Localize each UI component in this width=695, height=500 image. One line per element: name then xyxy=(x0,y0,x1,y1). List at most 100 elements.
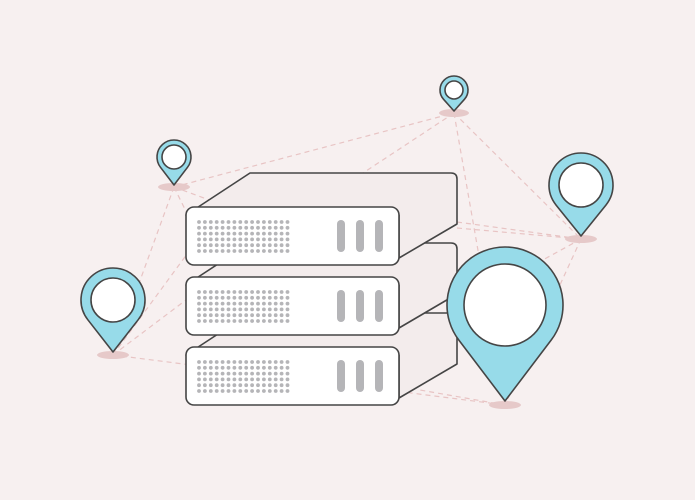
vent-dot xyxy=(285,290,290,294)
pin-shadows xyxy=(97,109,597,409)
vent-dot xyxy=(214,225,219,230)
pin-hole xyxy=(558,162,604,208)
vent-dot xyxy=(226,371,231,376)
vent-dot xyxy=(250,360,255,364)
vent-dot xyxy=(273,243,278,248)
vent-dot xyxy=(244,313,249,318)
vent-dot xyxy=(203,295,207,300)
vent-dot xyxy=(256,225,260,230)
vent-dot xyxy=(267,307,272,312)
vent-dot xyxy=(250,389,255,393)
vent-dot xyxy=(220,383,225,388)
vent-dot xyxy=(262,389,266,393)
vent-dot xyxy=(197,371,201,376)
vent-dot xyxy=(244,319,249,323)
vent-dot xyxy=(208,377,213,382)
vent-dot xyxy=(232,237,237,242)
vent-dot xyxy=(197,249,201,253)
vent-dot xyxy=(273,225,278,230)
vent-dot xyxy=(214,319,219,323)
vent-dot xyxy=(256,295,260,300)
vent-dot xyxy=(232,249,237,253)
vent-dot xyxy=(238,360,243,364)
vent-dot xyxy=(203,360,207,364)
vent-dot xyxy=(208,307,213,312)
vent-dot xyxy=(279,383,284,388)
vent-dot xyxy=(256,377,260,382)
vent-dot xyxy=(262,249,266,253)
vent-dot xyxy=(232,365,237,370)
vent-dot xyxy=(197,307,201,312)
network-line xyxy=(456,221,582,240)
vent-dot xyxy=(244,377,249,382)
vent-dot xyxy=(232,290,237,294)
vent-dot xyxy=(203,307,207,312)
vent-dot xyxy=(238,220,243,224)
vent-dot xyxy=(197,360,201,364)
vent-dot xyxy=(262,377,266,382)
vent-dot xyxy=(214,237,219,242)
vent-dot xyxy=(256,389,260,393)
vent-dot xyxy=(220,360,225,364)
pin-shadow xyxy=(565,235,597,243)
indicator-bar xyxy=(375,360,383,392)
indicator-bar xyxy=(337,360,345,392)
vent-dot xyxy=(256,290,260,294)
vent-dot xyxy=(279,243,284,248)
vent-dot xyxy=(250,371,255,376)
vent-dot xyxy=(214,301,219,306)
vent-dot xyxy=(203,319,207,323)
vent-dot xyxy=(267,360,272,364)
vent-dot xyxy=(232,389,237,393)
vent-dot xyxy=(226,389,231,393)
vent-dot xyxy=(203,220,207,224)
vent-dot xyxy=(285,243,290,248)
vent-dot xyxy=(285,389,290,393)
vent-dot xyxy=(285,249,290,253)
vent-dot xyxy=(262,371,266,376)
vent-dot xyxy=(232,360,237,364)
pin-shadow xyxy=(97,351,129,359)
vent-dot xyxy=(197,389,201,393)
vent-dot xyxy=(220,307,225,312)
vent-dot xyxy=(197,220,201,224)
vent-dot xyxy=(256,319,260,323)
vent-dot xyxy=(214,231,219,236)
vent-dot xyxy=(208,243,213,248)
network-line xyxy=(359,112,455,176)
vent-dot xyxy=(220,220,225,224)
vent-dot xyxy=(244,307,249,312)
vent-dot xyxy=(256,365,260,370)
vent-dot xyxy=(262,243,266,248)
server-unit-body xyxy=(185,172,458,259)
vent-dot xyxy=(232,301,237,306)
vent-dot xyxy=(214,220,219,224)
vent-dot xyxy=(250,237,255,242)
indicator-bar xyxy=(375,220,383,252)
vent-dot xyxy=(273,295,278,300)
vent-dot xyxy=(214,307,219,312)
vent-dot xyxy=(203,383,207,388)
vent-dot xyxy=(285,377,290,382)
network-line xyxy=(112,299,187,356)
location-pin-icon xyxy=(80,267,146,353)
vent-dot xyxy=(197,313,201,318)
vent-dot xyxy=(203,249,207,253)
vent-dot xyxy=(208,220,213,224)
vent-dot xyxy=(208,389,213,393)
vent-dot xyxy=(273,307,278,312)
vent-dot xyxy=(273,319,278,323)
vent-dot xyxy=(285,371,290,376)
vent-dot xyxy=(256,237,260,242)
vent-dot xyxy=(226,383,231,388)
vent-dot xyxy=(208,319,213,323)
vent-dot xyxy=(267,249,272,253)
vent-dot xyxy=(244,249,249,253)
vent-dot xyxy=(250,249,255,253)
vent-dot xyxy=(226,319,231,323)
vent-dot xyxy=(273,371,278,376)
vent-dot xyxy=(244,301,249,306)
vent-dot xyxy=(214,371,219,376)
